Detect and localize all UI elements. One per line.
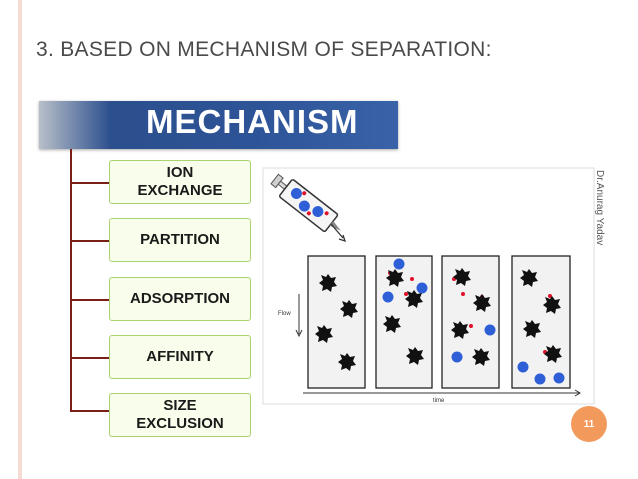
slide-title: 3. BASED ON MECHANISM OF SEPARATION: (36, 38, 492, 61)
mechanism-header-label: MECHANISM (146, 103, 359, 140)
watermark-text: Dr.Anurag Yadav (594, 170, 605, 245)
page-number: 11 (583, 418, 595, 430)
flow-label: Flow (278, 311, 291, 317)
tree-trunk (70, 149, 72, 411)
time-label: time (433, 398, 445, 404)
node-affinity: AFFINITY (109, 335, 251, 379)
tree-branch-4 (70, 357, 109, 359)
tree-branch-1 (70, 182, 109, 184)
column-2 (375, 255, 433, 389)
chromatography-figure: Flow time (262, 167, 595, 405)
page-number-badge: 11 (571, 406, 607, 442)
node-ion-exchange: ION EXCHANGE (109, 160, 251, 204)
node-size-exclusion: SIZE EXCLUSION (109, 393, 251, 437)
syringe-icon (270, 173, 347, 243)
node-partition: PARTITION (109, 218, 251, 262)
column-4 (511, 255, 571, 389)
mechanism-header: MECHANISM (39, 101, 398, 149)
node-adsorption: ADSORPTION (109, 277, 251, 321)
column-3 (441, 255, 500, 389)
tree-branch-2 (70, 240, 109, 242)
author-watermark: Dr.Anurag Yadav (594, 170, 605, 245)
tree-branch-3 (70, 299, 109, 301)
tree-branch-5 (70, 410, 109, 412)
column-1 (307, 255, 366, 389)
left-accent-bar (18, 0, 22, 479)
